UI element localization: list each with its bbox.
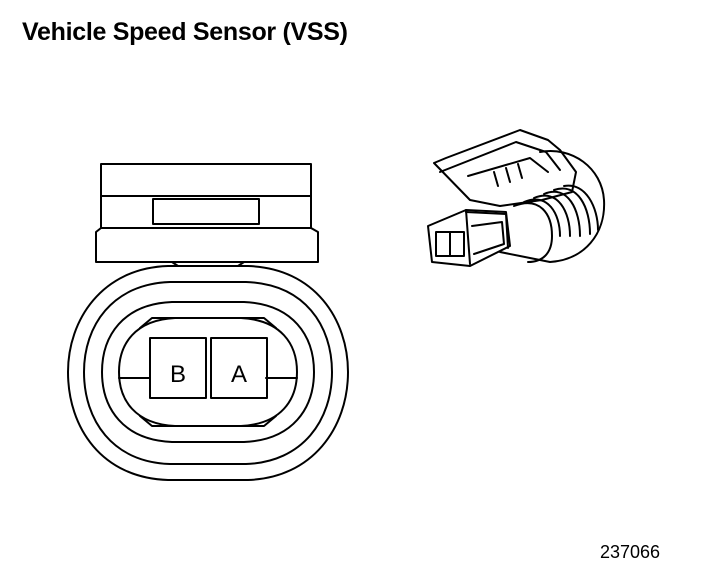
pin-label-a: A <box>231 361 247 388</box>
seal-front <box>513 202 553 263</box>
connector-cavity <box>118 317 298 427</box>
pin-cavity-b <box>149 337 207 399</box>
latch-arm-inner <box>467 157 549 177</box>
pin-cavity-a <box>210 337 268 399</box>
nose-edge <box>465 209 471 265</box>
connector-isometric-view <box>427 129 606 267</box>
connector-face-view <box>67 163 349 481</box>
figure-number: 237066 <box>600 542 661 562</box>
seal-ribs <box>523 184 599 237</box>
latch-window <box>152 198 260 225</box>
cavity-key-bottom <box>139 415 277 427</box>
diagram-title: Vehicle Speed Sensor (VSS) <box>22 18 348 46</box>
latch-arm <box>433 129 577 207</box>
connector-body-ring <box>83 281 333 465</box>
latch-arm-edge <box>439 141 561 173</box>
nose-top-edge <box>465 211 509 249</box>
seal-body <box>499 150 606 263</box>
latch-housing <box>95 163 319 263</box>
latch-ribs <box>493 163 523 187</box>
connector-seal-ring <box>101 301 315 443</box>
cavity-key-top <box>139 317 277 329</box>
connector-body-outer <box>67 265 349 481</box>
pin-label-b: B <box>170 361 186 388</box>
nose-side-panel <box>471 221 505 255</box>
